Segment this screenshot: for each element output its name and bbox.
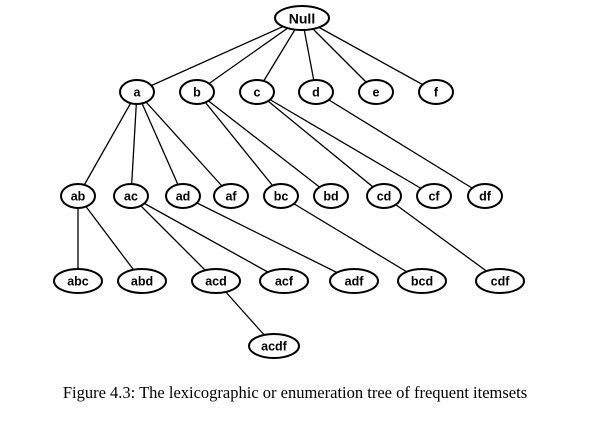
node-ellipse <box>191 268 241 294</box>
edge-a-ab <box>77 91 138 197</box>
node-b: b <box>179 79 215 105</box>
edge-bc-bcd <box>280 195 423 282</box>
node-label: e <box>373 86 380 100</box>
node-ellipse <box>239 79 275 105</box>
node-ellipse <box>248 333 300 359</box>
node-ellipse <box>366 183 402 209</box>
node-label: ac <box>124 190 138 204</box>
node-ellipse <box>60 183 96 209</box>
edge-null-b <box>196 17 303 93</box>
node-e: e <box>358 79 394 105</box>
node-cdf: cdf <box>475 268 525 294</box>
node-ellipse <box>467 183 503 209</box>
node-adf: adf <box>329 268 379 294</box>
node-label: cd <box>377 190 392 204</box>
node-ellipse <box>475 268 525 294</box>
edge-a-ad <box>136 91 184 197</box>
node-label: bcd <box>411 275 433 289</box>
edge-b-bc <box>196 91 282 197</box>
edge-d-df <box>315 91 486 197</box>
node-ad: ad <box>165 183 201 209</box>
node-label: c <box>254 86 261 100</box>
edge-null-a <box>136 17 303 93</box>
node-c: c <box>239 79 275 105</box>
node-ellipse <box>119 79 155 105</box>
node-acf: acf <box>259 268 309 294</box>
edge-null-e <box>301 17 377 93</box>
node-abd: abd <box>117 268 167 294</box>
node-d: d <box>298 79 334 105</box>
node-label: bc <box>274 190 289 204</box>
edge-ad-adf <box>182 195 355 282</box>
edge-ac-acf <box>130 195 285 282</box>
node-acdf: acdf <box>248 333 300 359</box>
node-ellipse <box>165 183 201 209</box>
node-label: ab <box>71 190 86 204</box>
tree-edges <box>77 17 501 347</box>
edge-null-f <box>301 17 437 93</box>
node-ab: ab <box>60 183 96 209</box>
node-bc: bc <box>263 183 299 209</box>
node-label: b <box>193 86 201 100</box>
node-ellipse <box>213 183 249 209</box>
edge-ac-acd <box>130 195 217 282</box>
node-ellipse <box>263 183 299 209</box>
node-ellipse <box>298 79 334 105</box>
node-ellipse <box>313 183 349 209</box>
node-ellipse <box>358 79 394 105</box>
node-label: bd <box>323 190 338 204</box>
edge-a-af <box>136 91 232 197</box>
node-ellipse <box>416 183 452 209</box>
node-label: Null <box>289 11 315 27</box>
node-bd: bd <box>313 183 349 209</box>
node-label: a <box>134 86 142 100</box>
node-ellipse <box>117 268 167 294</box>
node-df: df <box>467 183 503 209</box>
node-ellipse <box>259 268 309 294</box>
figure-caption: Figure 4.3: The lexicographic or enumera… <box>62 383 528 402</box>
edge-b-bd <box>196 91 332 197</box>
node-ellipse <box>179 79 215 105</box>
node-label: ad <box>176 190 191 204</box>
node-f: f <box>418 79 454 105</box>
node-label: acd <box>205 275 227 289</box>
node-label: df <box>479 190 492 204</box>
node-cd: cd <box>366 183 402 209</box>
node-ellipse <box>274 5 330 31</box>
node-af: af <box>213 183 249 209</box>
edge-cd-cdf <box>383 195 501 282</box>
edge-c-cf <box>256 91 435 197</box>
edge-ab-abd <box>77 195 143 282</box>
node-null: Null <box>274 5 330 31</box>
node-label: d <box>312 86 320 100</box>
node-ellipse <box>113 183 149 209</box>
node-ellipse <box>397 268 447 294</box>
node-label: f <box>434 86 439 100</box>
edge-c-cd <box>256 91 385 197</box>
node-ellipse <box>329 268 379 294</box>
node-label: cf <box>428 190 440 204</box>
node-label: acdf <box>261 340 288 354</box>
node-label: cdf <box>491 275 511 289</box>
node-label: adf <box>345 275 365 289</box>
node-cf: cf <box>416 183 452 209</box>
node-acd: acd <box>191 268 241 294</box>
node-ac: ac <box>113 183 149 209</box>
node-abc: abc <box>53 268 103 294</box>
edge-a-ac <box>130 91 138 197</box>
node-ellipse <box>418 79 454 105</box>
node-label: abc <box>67 275 89 289</box>
node-bcd: bcd <box>397 268 447 294</box>
node-label: af <box>225 190 237 204</box>
node-a: a <box>119 79 155 105</box>
node-ellipse <box>53 268 103 294</box>
node-label: abd <box>131 275 153 289</box>
node-label: acf <box>275 275 294 289</box>
